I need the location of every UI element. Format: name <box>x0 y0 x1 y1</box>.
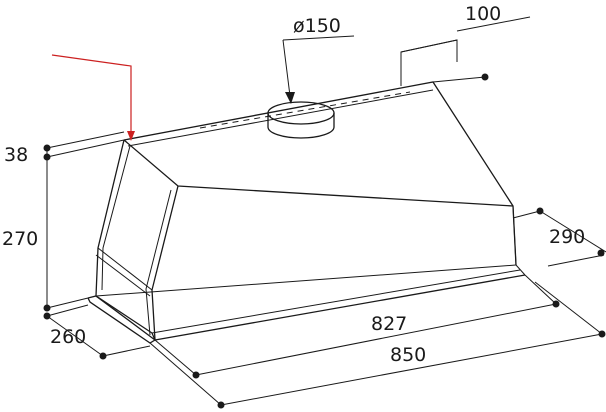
base-depth-label: 260 <box>50 326 86 348</box>
diameter-arrowhead <box>285 92 295 104</box>
duct-collar-side <box>267 113 335 139</box>
dimension-depth-top: 100 <box>432 3 531 83</box>
red-pointer <box>51 54 135 141</box>
hood-panel-fold <box>97 247 153 291</box>
top-height-label: 38 <box>4 144 28 166</box>
red-pointer-arrowhead <box>127 131 135 141</box>
dimension-inner-width: 827 <box>154 274 560 379</box>
depth-top-dot <box>481 73 489 81</box>
duct-collar-top <box>267 101 335 125</box>
diameter-leader-drop <box>282 39 291 97</box>
side-depth-label: 290 <box>549 226 585 248</box>
hood-bottom-trim <box>151 269 521 334</box>
height-dot-top <box>43 144 51 152</box>
hood-base-back <box>95 264 517 297</box>
height-top-extension <box>46 131 125 149</box>
height-dot-bottom <box>43 304 51 312</box>
duct-collar <box>267 101 335 139</box>
hood-front-slant-inner <box>145 189 172 336</box>
side-depth-dot-top <box>536 207 544 215</box>
dimension-diameter: ø150 <box>282 15 355 104</box>
rear-block-top <box>400 39 458 53</box>
side-depth-rule <box>539 210 606 253</box>
diameter-leader <box>282 35 355 41</box>
outer-width-extension-b <box>534 281 603 335</box>
hood-front-slant <box>151 185 179 341</box>
inner-width-extension-a <box>154 339 197 376</box>
hood-left-face <box>95 139 156 341</box>
outer-width-rule <box>220 333 603 406</box>
hood-front-bottom <box>154 274 526 341</box>
hood-base-right <box>515 264 526 276</box>
depth-top-extension <box>432 76 486 83</box>
rear-block-outline <box>400 39 458 86</box>
depth-top-label: 100 <box>465 3 501 25</box>
hood-dashed-axis <box>199 91 411 129</box>
base-depth-dot-a <box>43 312 51 320</box>
hood-top-edge <box>123 81 517 266</box>
hood-base-plate <box>87 295 156 344</box>
inner-width-extension-b <box>524 274 557 305</box>
dimension-base-depth: 260 <box>43 304 151 360</box>
inner-width-dot-a <box>192 371 200 379</box>
hood-body <box>87 81 526 344</box>
depth-top-rule <box>456 16 531 32</box>
outer-width-label: 850 <box>390 344 426 366</box>
body-height-label: 270 <box>2 228 38 250</box>
red-pointer-line <box>51 54 132 132</box>
outer-width-extension-a <box>149 342 222 406</box>
height-dot-mid <box>43 153 51 161</box>
hood-panel-fold-2 <box>95 254 151 297</box>
dimension-heights: 38 270 <box>2 131 125 312</box>
base-depth-extension-b <box>102 345 151 357</box>
hood-right-edge <box>512 205 517 266</box>
hood-front-upper <box>123 139 514 207</box>
side-depth-dot-bottom <box>597 249 605 257</box>
side-depth-extension-top <box>512 210 541 219</box>
base-depth-rule <box>46 315 104 357</box>
base-depth-dot-b <box>99 352 107 360</box>
hood-top-inner <box>127 89 434 147</box>
inner-width-label: 827 <box>371 313 407 335</box>
inner-width-rule <box>195 303 557 376</box>
height-mid-extension <box>46 139 125 158</box>
diameter-label: ø150 <box>293 15 341 37</box>
dimension-side-depth: 290 <box>512 207 606 267</box>
hood-left-face-inner <box>101 145 131 291</box>
rear-block <box>400 39 458 86</box>
inner-width-dot-b <box>552 300 560 308</box>
base-depth-extension-a <box>46 304 89 317</box>
outer-width-dot-a <box>217 401 225 409</box>
outer-width-dot-b <box>598 330 606 338</box>
side-depth-extension-bottom <box>547 254 605 267</box>
dimension-outer-width: 850 <box>149 281 606 409</box>
height-bottom-extension <box>46 297 89 309</box>
